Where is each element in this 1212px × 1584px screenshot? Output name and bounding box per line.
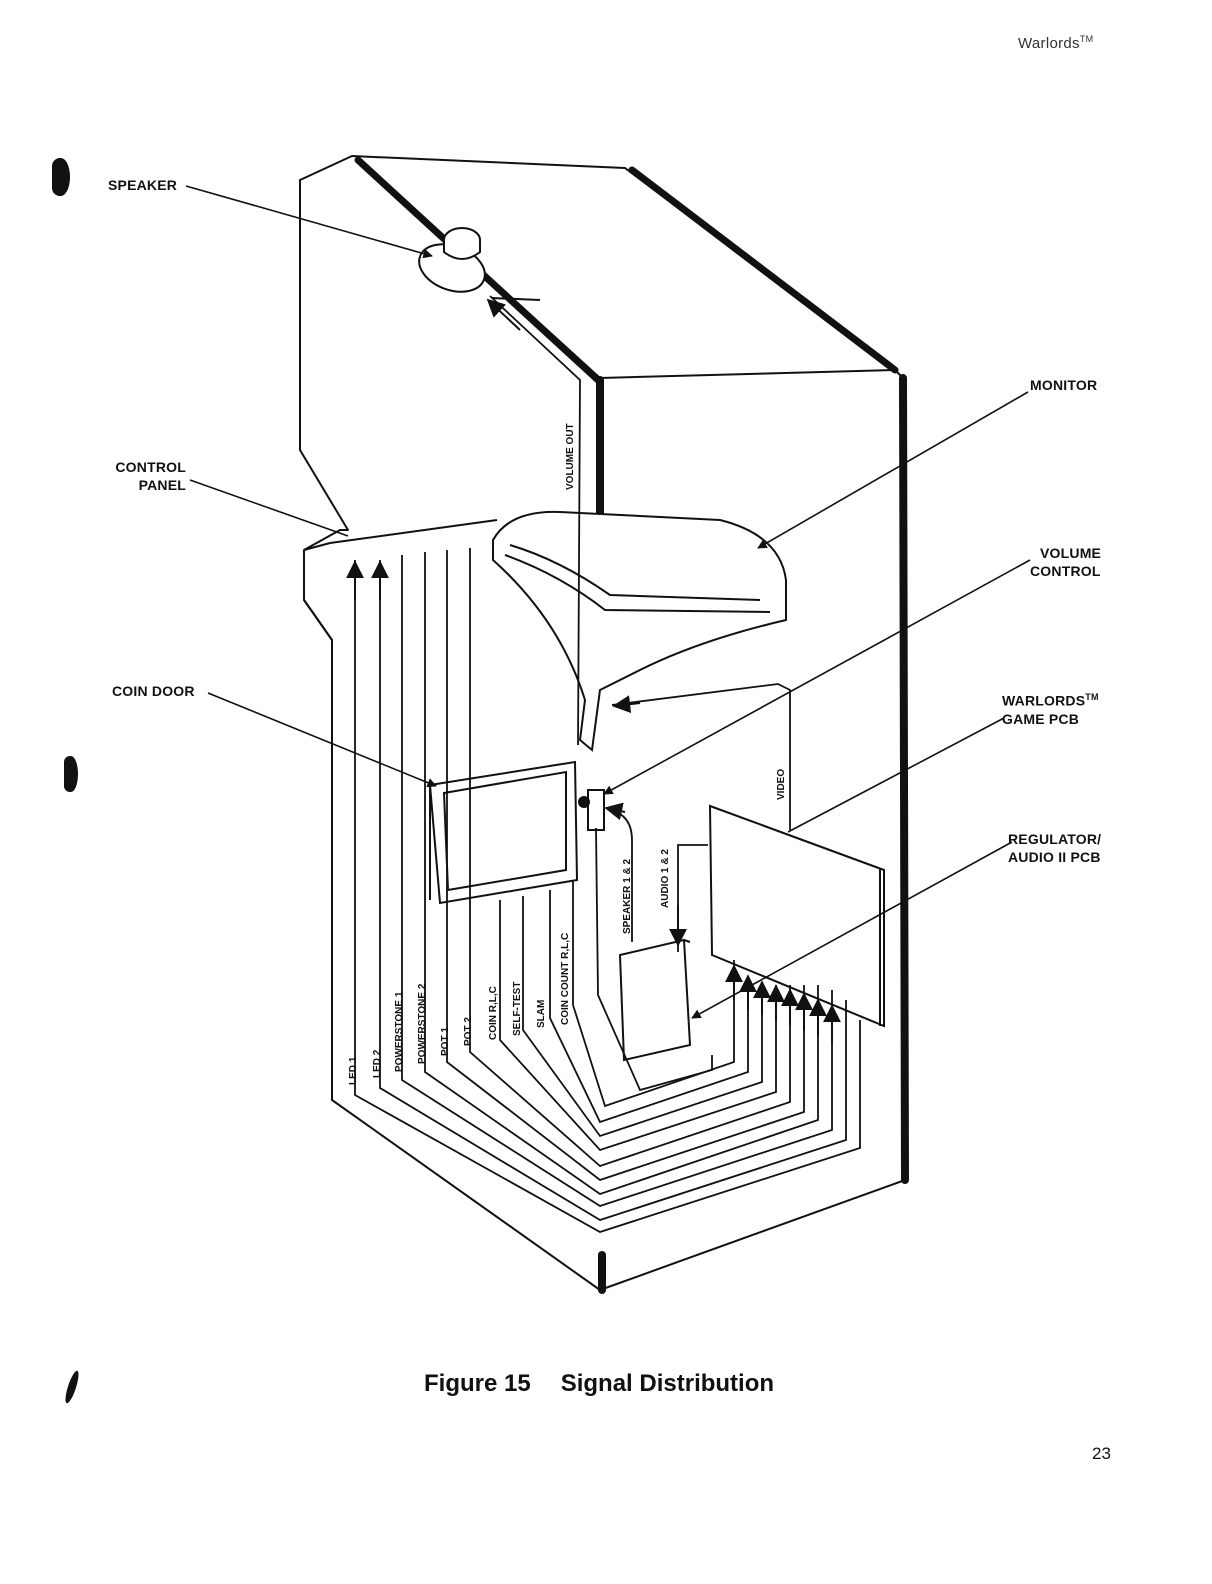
- volume-control-drawing: [579, 790, 604, 830]
- label-self-test: SELF-TEST: [512, 982, 523, 1036]
- callout-regulator-pcb: REGULATOR/ AUDIO II PCB: [1008, 830, 1101, 866]
- monitor-drawing: [493, 512, 786, 750]
- label-led-2: LED 2: [372, 1049, 383, 1078]
- callout-control-panel-line1: CONTROL: [108, 458, 186, 476]
- label-audio-1-2: AUDIO 1 & 2: [660, 849, 671, 908]
- callout-warlords-pcb: WARLORDSTM GAME PCB: [1002, 688, 1099, 728]
- label-powerstone-2: POWERSTONE 2: [417, 983, 428, 1064]
- label-speaker-1-2: SPEAKER 1 & 2: [622, 859, 633, 934]
- wiring-harness: [355, 296, 860, 1232]
- callout-coin-door: COIN DOOR: [112, 682, 195, 700]
- callout-control-panel-line2: PANEL: [108, 476, 186, 494]
- figure-caption: Figure 15 Signal Distribution: [424, 1370, 774, 1398]
- callout-volume-control-line2: CONTROL: [1030, 562, 1101, 580]
- cabinet-outline: [300, 156, 905, 1290]
- label-coin-count-rlc: COIN COUNT R,L,C: [560, 933, 571, 1025]
- callout-speaker: SPEAKER: [108, 176, 177, 194]
- label-slam: SLAM: [536, 1000, 547, 1028]
- callout-warlords-name: WARLORDS: [1002, 693, 1085, 709]
- label-video: VIDEO: [776, 769, 787, 800]
- callout-warlords-pcb-line2: GAME PCB: [1002, 710, 1099, 728]
- callout-control-panel: CONTROL PANEL: [108, 458, 186, 494]
- callout-volume-control-line1: VOLUME: [1030, 544, 1101, 562]
- figure-number: Figure 15: [424, 1370, 531, 1397]
- callout-volume-control: VOLUME CONTROL: [1030, 544, 1101, 580]
- label-coin-rlc: COIN R,L,C: [488, 986, 499, 1040]
- label-led-1: LED 1: [348, 1056, 359, 1085]
- label-pot-2: POT 2: [463, 1017, 474, 1046]
- callout-regulator-pcb-line1: REGULATOR/: [1008, 830, 1101, 848]
- page-number: 23: [1092, 1444, 1111, 1464]
- callout-regulator-pcb-line2: AUDIO II PCB: [1008, 848, 1101, 866]
- label-pot-1: POT 1: [440, 1027, 451, 1056]
- callout-warlords-tm: TM: [1085, 692, 1098, 702]
- label-volume-out: VOLUME OUT: [565, 423, 576, 490]
- label-powerstone-1: POWERSTONE 1: [394, 991, 405, 1072]
- figure-title: Signal Distribution: [561, 1370, 774, 1397]
- speaker-drawing: [413, 228, 492, 300]
- regulator-pcb-drawing: [620, 940, 690, 1060]
- cabinet-trim-strips: [358, 160, 905, 1290]
- callout-warlords-pcb-line1: WARLORDSTM: [1002, 688, 1099, 710]
- callout-monitor: MONITOR: [1030, 376, 1097, 394]
- coin-door-drawing: [430, 762, 577, 903]
